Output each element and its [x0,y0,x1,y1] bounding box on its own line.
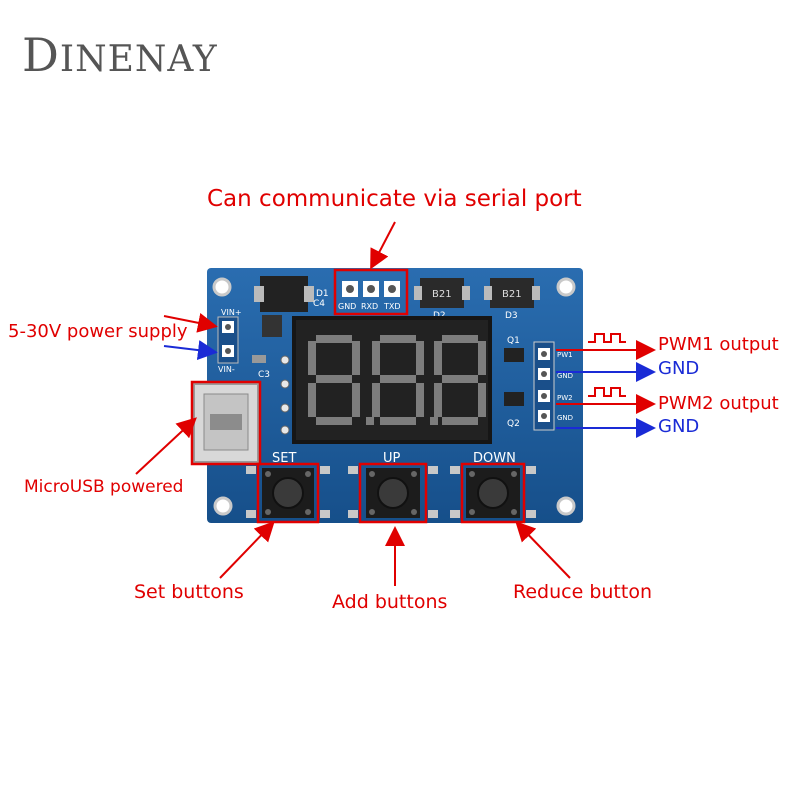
set-button[interactable] [256,462,320,524]
serial-header [333,268,409,316]
arrow-power-blue [163,340,218,361]
pwm1-wave-icon [588,333,626,343]
label-q1: Q1 [507,336,520,346]
up-button[interactable] [358,462,428,524]
callout-serial: Can communicate via serial port [207,186,582,212]
status-leds [280,355,290,435]
arrow-serial [370,221,396,270]
capacitor-c3 [252,355,266,363]
callout-add: Add buttons [332,591,448,613]
diode-d3 [490,278,534,308]
callout-set: Set buttons [134,581,244,603]
callout-power: 5-30V power supply [8,321,188,342]
transistor-q2 [504,392,524,406]
label-vin-plus: VIN+ [221,308,242,317]
down-button[interactable] [460,462,526,524]
pin-pw1: PW1 [557,351,573,359]
label-set: SET [272,451,296,466]
brand-rest: INENAY [59,39,218,80]
arrow-set [219,521,275,579]
callout-reduce: Reduce button [513,581,652,603]
d3-code: B21 [502,289,522,300]
brand-logo: DINENAY [22,28,218,82]
pin-pw2: PW2 [557,394,573,402]
label-up: UP [383,451,401,466]
callout-gnd1: GND [658,358,700,379]
label-down: DOWN [473,451,516,466]
ic-chip [262,315,282,337]
arrow-reduce [515,521,571,579]
label-c3: C3 [258,370,270,380]
label-c4: C4 [313,299,325,309]
pin-gnd-a: GND [557,372,573,380]
d2-code: B21 [432,289,452,300]
pin-txd: TXD [383,302,401,311]
pwm2-wave-icon [588,387,626,397]
callout-pwm1: PWM1 output [658,334,779,355]
output-header [533,341,555,431]
brand-initial: D [22,28,60,82]
pin-gnd-b: GND [557,414,573,422]
display-digits [308,335,486,425]
label-d3: D3 [505,311,518,321]
serial-pins [342,281,400,297]
label-vin-minus: VIN- [218,365,235,374]
transistor-q1 [504,348,524,362]
callout-pwm2: PWM2 output [658,393,779,414]
label-d1: D1 [316,289,329,299]
pin-rxd: RXD [361,302,378,311]
pin-gnd: GND [338,302,356,311]
diode-d2 [420,278,464,308]
mounting-holes [212,277,576,516]
callout-usb: MicroUSB powered [24,477,184,497]
callout-gnd2: GND [658,416,700,437]
diode-d1 [260,276,308,312]
label-q2: Q2 [507,419,520,429]
arrow-usb [135,417,197,475]
arrow-power-red [163,313,218,333]
